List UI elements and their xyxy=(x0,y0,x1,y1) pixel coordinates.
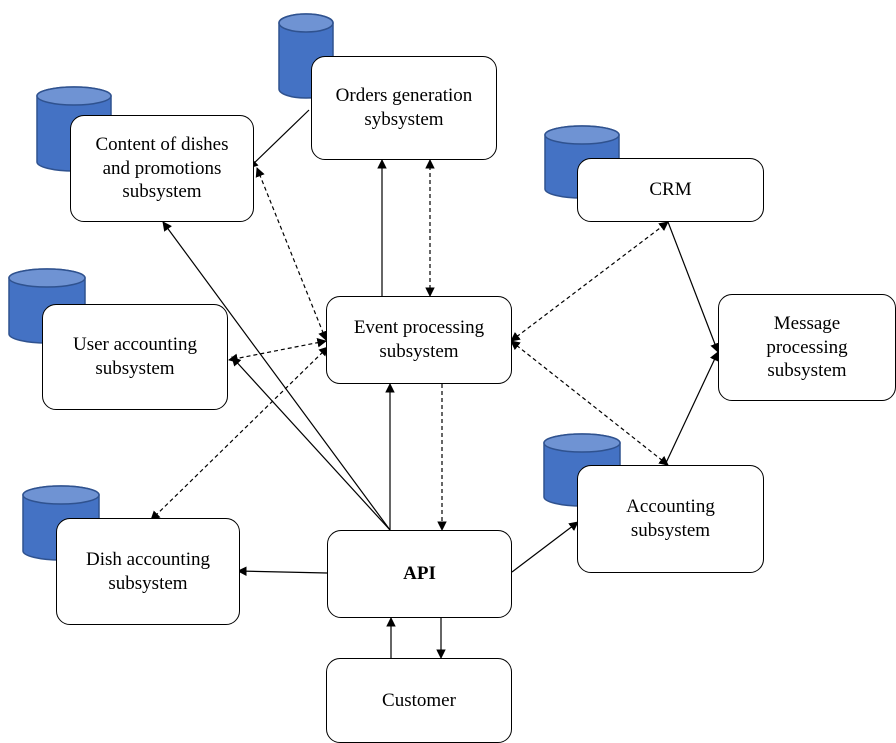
customer-node: Customer xyxy=(326,658,512,743)
edge-event-content-dashed xyxy=(255,167,328,341)
message-processing-subsystem: Message processing subsystem xyxy=(718,294,896,401)
edge-event-dish-dashed xyxy=(150,346,329,521)
dish-accounting-subsystem: Dish accounting subsystem xyxy=(56,518,240,625)
edge-accounting-to-message xyxy=(664,351,719,466)
edge-event-user-dashed xyxy=(228,337,327,364)
edge-api-to-dish xyxy=(237,566,328,576)
edge-event-accounting-dashed xyxy=(510,340,669,466)
content-dishes-promotions-subsystem: Content of dishes and promotions subsyst… xyxy=(70,115,254,222)
user-accounting-subsystem: User accounting subsystem xyxy=(42,304,228,410)
edge-event-crm-dashed xyxy=(510,221,669,342)
crm-node: CRM xyxy=(577,158,764,222)
edge-orders-to-content xyxy=(248,109,310,169)
accounting-subsystem: Accounting subsystem xyxy=(577,465,764,573)
edge-api-to-accounting xyxy=(511,521,579,573)
event-processing-subsystem: Event processing subsystem xyxy=(326,296,512,384)
orders-generation-subsystem: Orders generation sybsystem xyxy=(311,56,497,160)
api-node: API xyxy=(327,530,512,618)
edge-crm-to-message xyxy=(667,221,720,353)
